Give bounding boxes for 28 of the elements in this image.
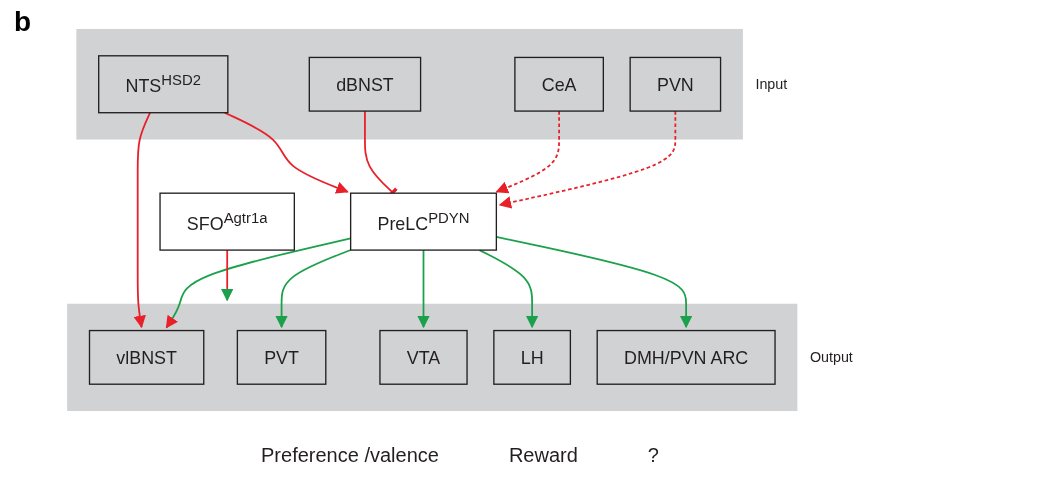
node-box: vlBNST bbox=[88, 329, 205, 385]
node-box: SFO$^{Agtr1a}$ bbox=[159, 192, 295, 251]
panel-letter: b bbox=[14, 6, 32, 38]
node-box: VTA bbox=[379, 329, 468, 385]
node-box: DMH/PVN ARC bbox=[596, 329, 776, 385]
node-box: dBNST bbox=[308, 56, 422, 112]
arrow bbox=[275, 249, 352, 329]
node-box: NTS$^{HSD2}$ bbox=[98, 55, 229, 114]
arrow bbox=[220, 249, 234, 302]
node-box: PVT bbox=[236, 329, 327, 385]
node-box: PreLC$^{PDYN}$ bbox=[349, 192, 498, 251]
cluster bbox=[67, 303, 798, 411]
node-label: Input bbox=[755, 76, 788, 92]
group-label: Reward bbox=[508, 444, 578, 467]
node-label: Output bbox=[809, 349, 853, 365]
arrow bbox=[417, 249, 430, 329]
node-box: CeA bbox=[514, 56, 604, 112]
cluster bbox=[76, 29, 743, 140]
arrow bbox=[223, 111, 349, 194]
arrow bbox=[165, 237, 352, 329]
arrow bbox=[498, 110, 677, 209]
group-label: Preference /valence bbox=[261, 444, 439, 467]
node-box: LH bbox=[493, 329, 572, 385]
arrow bbox=[478, 249, 539, 329]
node-box: PVN bbox=[629, 56, 722, 112]
arrow bbox=[133, 111, 151, 329]
group-label: ? bbox=[647, 444, 659, 467]
arrow bbox=[495, 110, 560, 194]
